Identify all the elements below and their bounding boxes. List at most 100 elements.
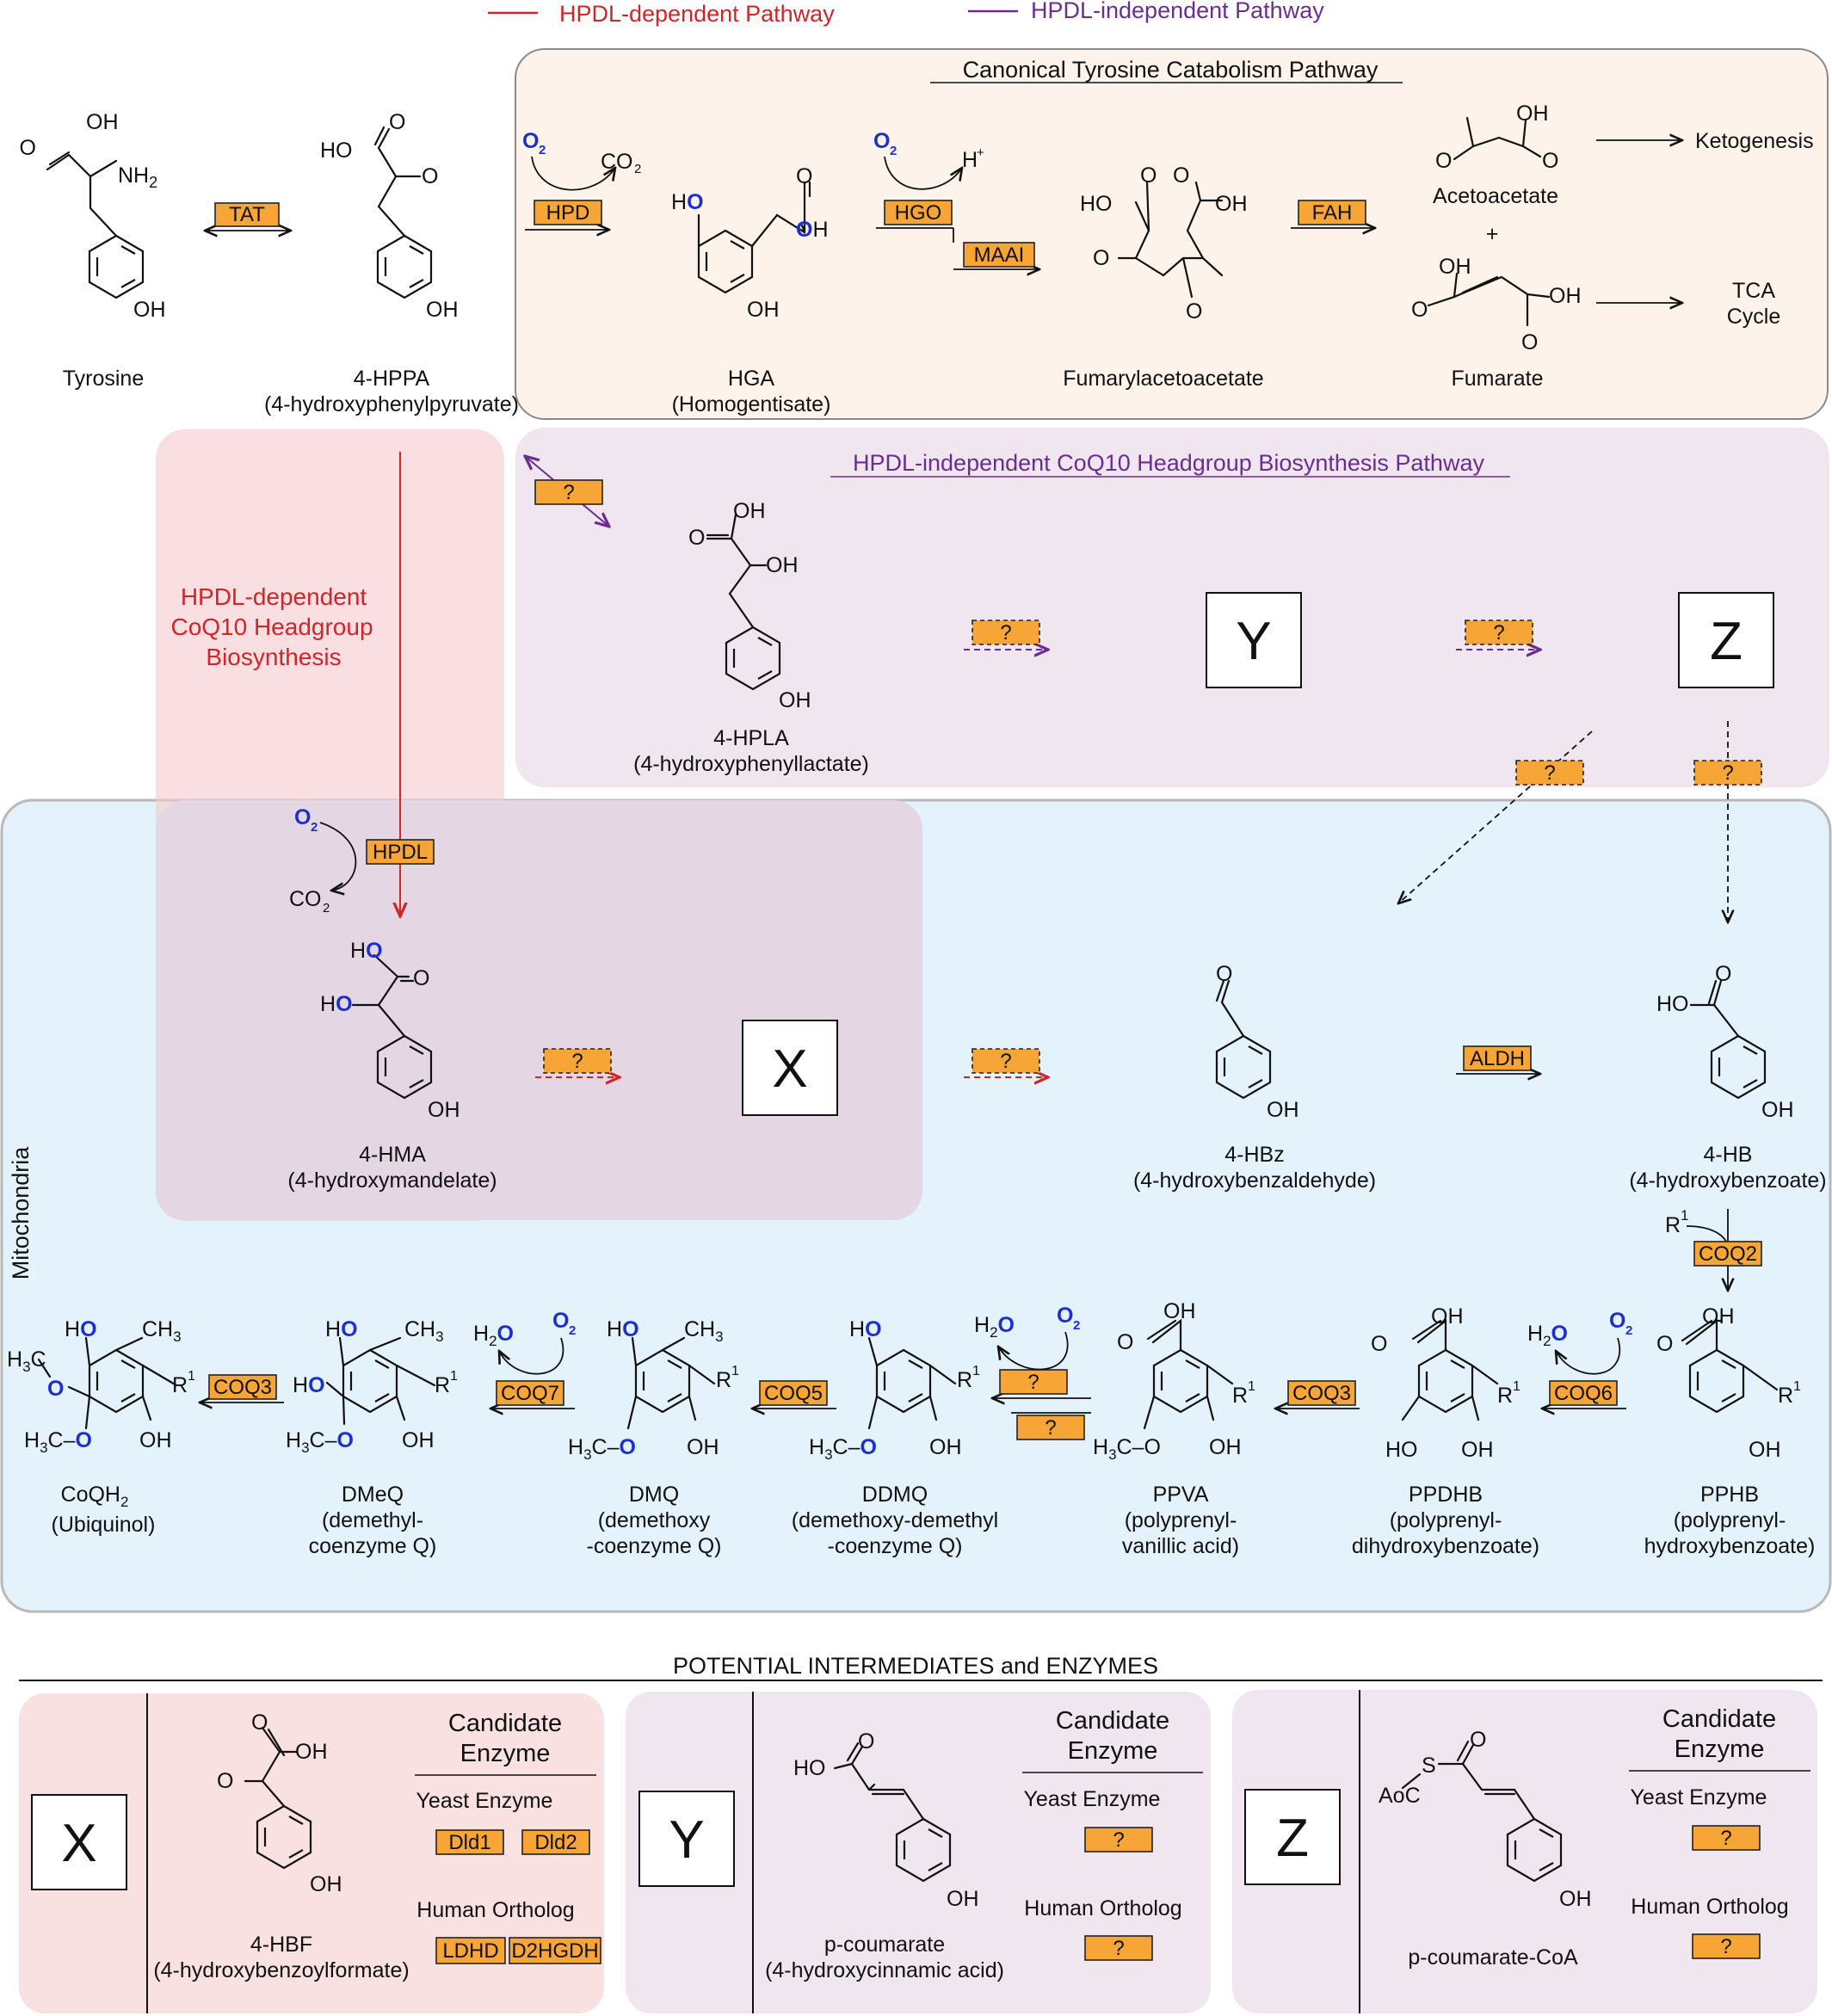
panel-z-candidate-1: Candidate (1662, 1705, 1776, 1733)
svg-text:OH: OH (428, 1098, 460, 1122)
svg-text:O: O (413, 966, 429, 990)
svg-text:O: O (422, 164, 438, 188)
z-to-hb-enzyme (1693, 760, 1762, 786)
svg-text:R: R (172, 1373, 188, 1397)
dmq-name: DMQ (629, 1483, 679, 1507)
coq7-label: COQ7 (501, 1382, 559, 1405)
svg-text:OH: OH (402, 1428, 435, 1452)
svg-text:OH: OH (796, 218, 829, 242)
intermediate-x-label: X (772, 1039, 807, 1099)
d2hgdh-enzyme (509, 1937, 601, 1964)
svg-text:R: R (716, 1368, 731, 1392)
legend-independent-label: HPDL-independent Pathway (1031, 0, 1324, 23)
aldh-enzyme (1463, 1045, 1532, 1071)
svg-text:OH: OH (733, 499, 766, 523)
svg-text:O: O (1521, 330, 1538, 354)
hbf-name: 4-HBF (250, 1933, 312, 1957)
svg-text:?: ? (1720, 1935, 1731, 1958)
svg-text:O: O (1186, 299, 1202, 324)
hbz-structure: O OH (1215, 962, 1299, 1122)
panel-z-yeast-enzyme (1692, 1825, 1761, 1851)
panel-x-candidate-2: Enzyme (460, 1740, 551, 1767)
panel-z-human-label: Human Ortholog (1631, 1895, 1788, 1919)
tyrosine-name: Tyrosine (63, 367, 144, 391)
panel-x-yeast-label: Yeast Enzyme (416, 1789, 553, 1813)
svg-text:H2O: H2O (974, 1313, 1015, 1341)
svg-text:OH: OH (86, 110, 119, 134)
svg-text:OH: OH (1702, 1304, 1735, 1329)
hga-name: HGA (728, 367, 775, 391)
p-coumarate-fullname: (4-hydroxycinnamic acid) (765, 1958, 1004, 1982)
hbf-fullname: (4-hydroxybenzoylformate) (153, 1958, 409, 1982)
svg-text:CO: CO (601, 150, 633, 174)
panel-y-letter: Y (669, 1810, 704, 1870)
dld2-label: Dld2 (534, 1831, 577, 1854)
svg-text:1: 1 (1681, 1207, 1688, 1224)
svg-text:O: O (20, 136, 36, 160)
svg-text:H3C–O: H3C–O (1093, 1435, 1161, 1463)
panel-y-human-label: Human Ortholog (1024, 1896, 1181, 1920)
svg-text:O: O (1057, 1304, 1073, 1328)
svg-text:R: R (957, 1368, 972, 1392)
coq2-label: COQ2 (1699, 1242, 1757, 1266)
svg-text:H2O: H2O (1527, 1322, 1568, 1349)
intermediate-y-box (1206, 592, 1302, 688)
svg-text:H3C–O: H3C–O (24, 1428, 92, 1456)
hma-structure: HO HO O OH (320, 939, 460, 1122)
bottom-section-title: POTENTIAL INTERMEDIATES and ENZYMES (673, 1653, 1158, 1679)
svg-text:H2O: H2O (473, 1322, 514, 1349)
svg-text:?: ? (563, 481, 574, 504)
coq7-cofactors: O 2 H2O (473, 1309, 576, 1375)
hma-name: 4-HMA (359, 1143, 426, 1167)
svg-text:OH: OH (1163, 1299, 1196, 1323)
svg-text:OH: OH (687, 1435, 719, 1459)
hbz-name: 4-HBz (1224, 1143, 1284, 1167)
hpla-name: 4-HPLA (713, 726, 789, 750)
acetoacetate-structure: O OH O (1435, 102, 1558, 173)
panel-x-box (31, 1794, 127, 1890)
coq6-label: COQ6 (1554, 1382, 1613, 1405)
hpd-enzyme (534, 200, 602, 225)
hppa-name: 4-HPPA (354, 367, 430, 391)
svg-text:H3C–O: H3C–O (568, 1435, 636, 1463)
svg-text:1: 1 (1793, 1379, 1801, 1394)
svg-text:HO: HO (350, 939, 383, 963)
canonical-region (515, 48, 1829, 420)
panel-y-yeast-enzyme (1084, 1827, 1153, 1853)
dependent-title-line1: HPDL-dependent (181, 583, 367, 610)
p-coumarate-structure: O HO OH (793, 1729, 979, 1911)
svg-text:HO: HO (293, 1373, 325, 1397)
dependent-title-line3: Biosynthesis (206, 644, 341, 670)
coq6-cofactors: O 2 H2O (1527, 1309, 1632, 1375)
svg-text:2: 2 (1625, 1323, 1632, 1338)
intermediate-y-label: Y (1236, 612, 1271, 671)
svg-text:H: H (962, 148, 978, 172)
svg-text:2: 2 (890, 144, 897, 158)
panel-z-box (1244, 1789, 1341, 1885)
maai-label: MAAI (974, 244, 1025, 267)
ddmq-line1: (demethoxy-demethyl (792, 1508, 998, 1532)
hma-fullname: (4-hydroxymandelate) (287, 1168, 497, 1193)
hga-structure: HO O OH OH (671, 164, 829, 322)
panel-y-yeast-label: Yeast Enzyme (1024, 1787, 1161, 1811)
svg-text:2: 2 (539, 143, 546, 157)
coq2-enzyme (1693, 1241, 1762, 1267)
svg-text:?: ? (1045, 1416, 1056, 1440)
coq3-enzyme-1 (1287, 1380, 1356, 1406)
ppva-structure: OH O R 1 H3C–O OH (1093, 1299, 1255, 1463)
svg-text:OH: OH (310, 1872, 342, 1896)
hpd-label: HPD (546, 201, 590, 225)
hpdl-enzyme (366, 839, 435, 865)
hb-name: 4-HB (1704, 1143, 1753, 1167)
hppa-fullname: (4-hydroxyphenylpyruvate) (264, 392, 519, 416)
dmeq-name: DMeQ (342, 1483, 404, 1507)
ddmq-line2: -coenzyme Q) (828, 1534, 963, 1558)
hpdl-label: HPDL (373, 841, 428, 864)
svg-text:O: O (1117, 1330, 1133, 1354)
svg-text:O: O (1173, 163, 1189, 188)
svg-text:?: ? (1113, 1937, 1124, 1960)
d2hgdh-label: D2HGDH (511, 1939, 598, 1963)
hga-fullname: (Homogentisate) (672, 392, 831, 416)
svg-text:OH: OH (779, 688, 811, 712)
hppa-structure: O HO O OH (320, 110, 459, 322)
